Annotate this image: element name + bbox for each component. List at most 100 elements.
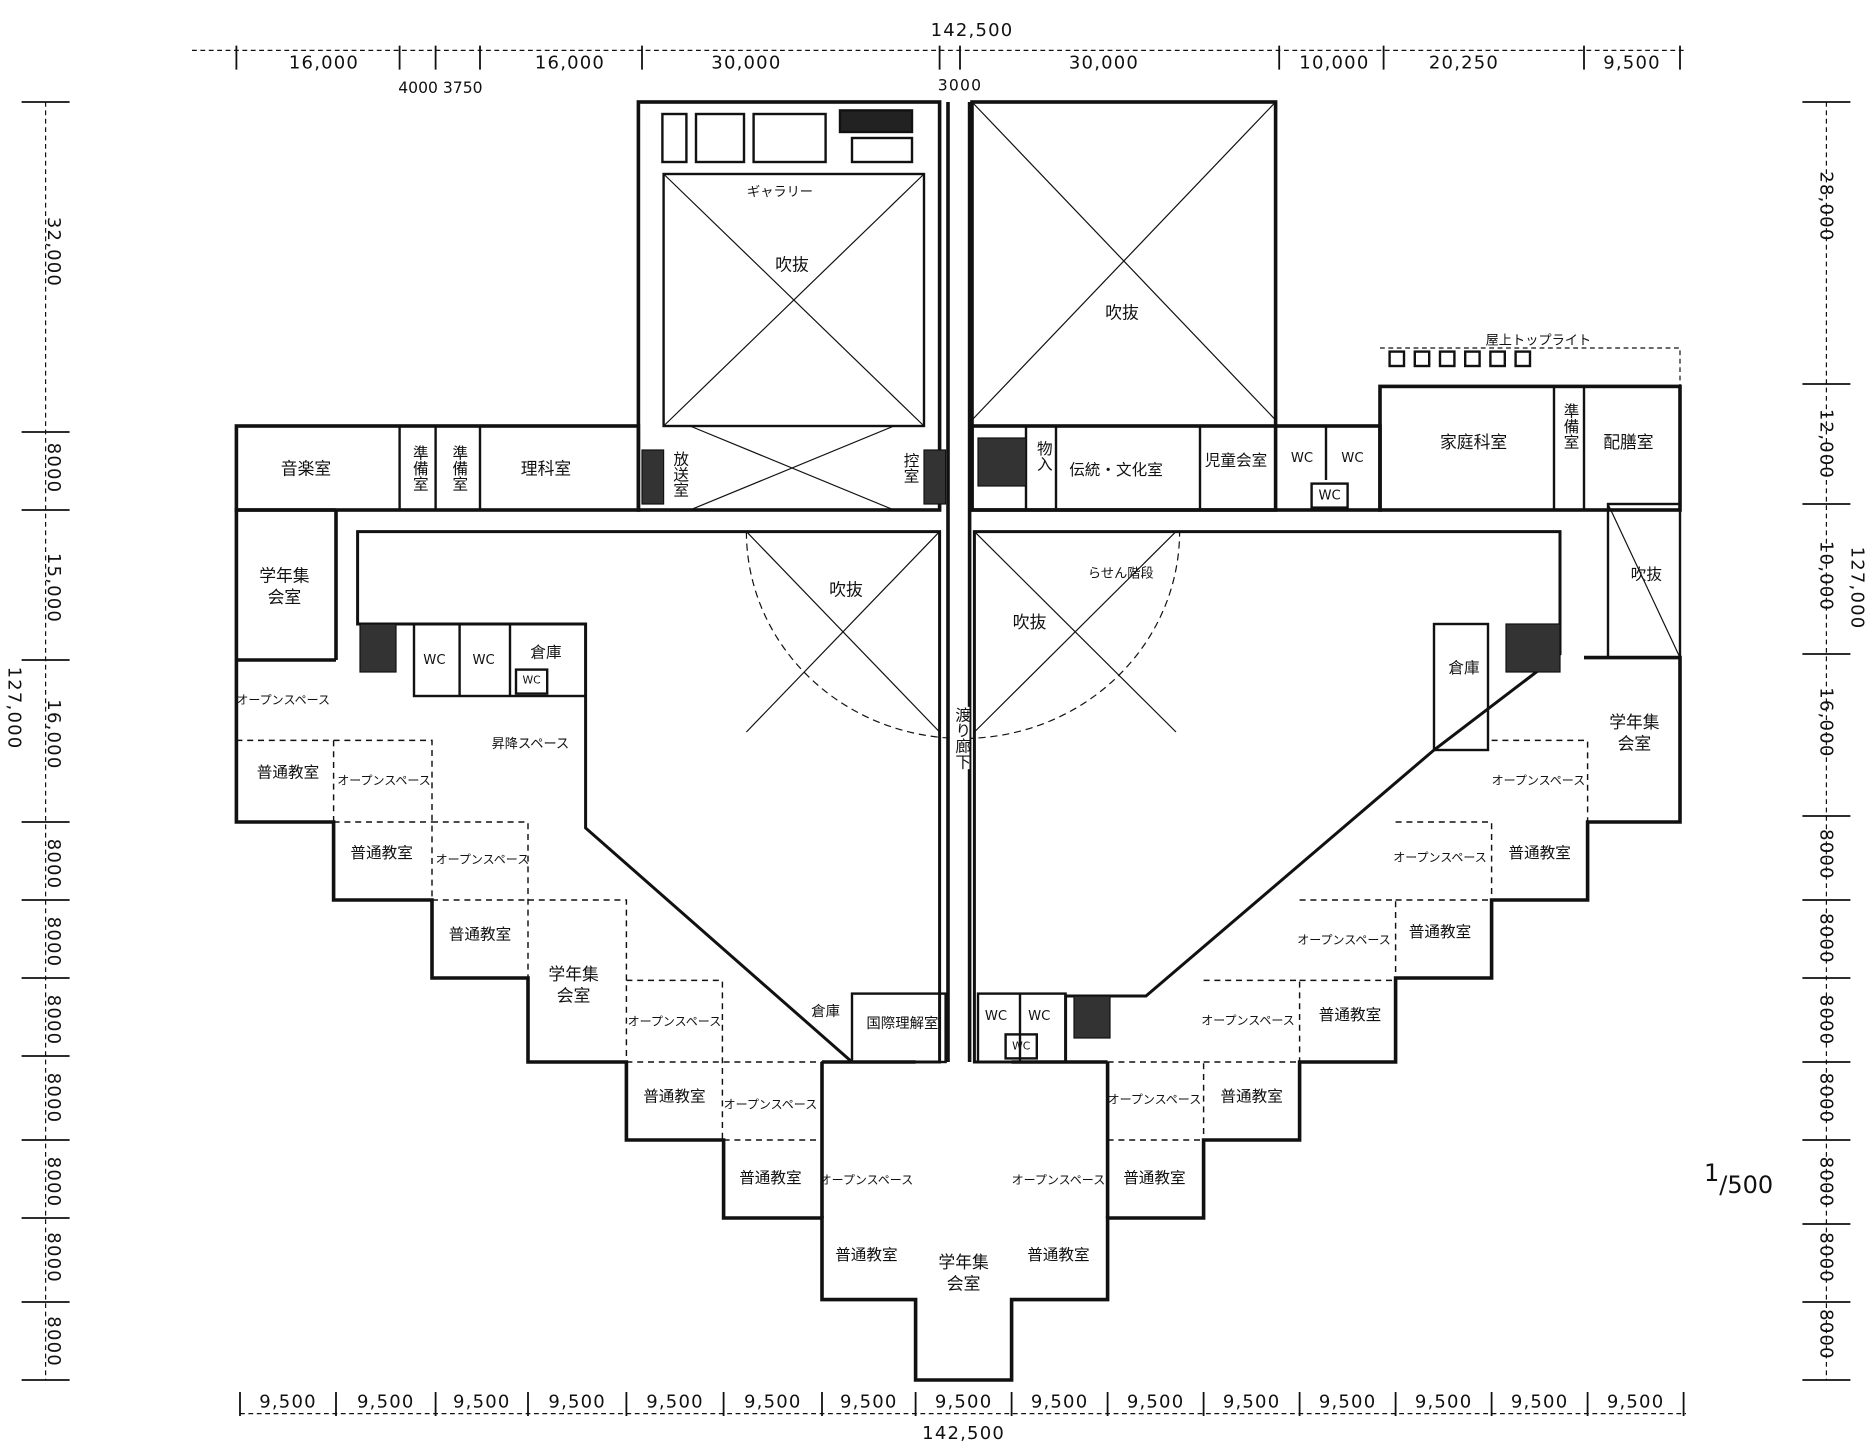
dim-right: 28,000 <box>1815 171 1838 242</box>
void-cross-courtyard <box>745 531 1181 740</box>
dim-left: 16,000 <box>43 699 65 770</box>
room-label: WC <box>1028 1008 1051 1024</box>
room-label: 倉庫 <box>530 644 562 663</box>
dim-left: 8000 <box>43 1316 65 1367</box>
room-label: 倉庫 <box>1448 659 1480 678</box>
room-label: 理科室 <box>520 459 572 480</box>
room-label: オープンスペース <box>1393 851 1487 865</box>
room-label: 吹抜 <box>829 581 863 601</box>
dim-bottom: 9,500 <box>1126 1390 1185 1413</box>
dim-right: 16,000 <box>1815 687 1838 758</box>
dim-left: 8000 <box>43 442 65 494</box>
room-label: 普通教室 <box>1027 1246 1090 1265</box>
room-label: ギャラリー <box>747 183 814 200</box>
scale-num: 1 <box>1704 1158 1720 1187</box>
dim-top: 30,000 <box>711 51 782 74</box>
dim-right: 10,000 <box>1815 540 1838 612</box>
dim-left: 8000 <box>43 916 65 968</box>
dim-right: 8000 <box>1815 1156 1838 1208</box>
dimension-ticks <box>21 45 1851 1417</box>
dim-bottom: 9,500 <box>744 1390 802 1413</box>
room-label: オープンスペース <box>627 1016 722 1030</box>
room-label: 普通教室 <box>448 926 512 945</box>
room-label: 普通教室 <box>1318 1006 1382 1025</box>
room-label: オープンスペース <box>1297 934 1391 948</box>
room-label: 渡り廊下 <box>950 706 970 770</box>
dim-bottom: 9,500 <box>1510 1390 1569 1413</box>
room-label: WC <box>1290 450 1314 466</box>
room-label: 倉庫 <box>811 1002 841 1020</box>
dim-left-total: 127,000 <box>3 666 26 750</box>
dim-bottom-total: 142,500 <box>922 1422 1006 1444</box>
dim-left: 8000 <box>43 1232 65 1283</box>
dim-right: 8000 <box>1815 913 1838 964</box>
stairs <box>359 437 1561 1039</box>
dimension-lines <box>45 49 1828 1415</box>
dim-bottom: 9,500 <box>840 1390 898 1413</box>
room-label: WC <box>472 651 495 668</box>
dim-top: 3000 <box>937 77 983 96</box>
dim-left: 8000 <box>43 1072 65 1124</box>
room-label: WC <box>1012 1040 1031 1053</box>
dim-right: 8000 <box>1815 1232 1838 1283</box>
room-label: オープンスペース <box>236 694 330 708</box>
dim-right: 8000 <box>1815 994 1838 1046</box>
room-label: WC <box>1318 487 1341 503</box>
room-label: オープンスペース <box>435 854 530 868</box>
room-label: 普通教室 <box>1123 1169 1186 1188</box>
courtyards <box>356 530 1562 1064</box>
room-label: オープンスペース <box>819 1174 914 1188</box>
room-label: 準備室 <box>448 444 467 492</box>
dim-bottom: 9,500 <box>646 1390 704 1413</box>
room-label: 普通教室 <box>835 1246 898 1265</box>
dim-bottom: 9,500 <box>934 1390 993 1413</box>
room-label: オープンスペース <box>1201 1014 1295 1029</box>
room-label: 国際理解室 <box>866 1014 939 1032</box>
room-label: 吹抜 <box>1105 303 1139 324</box>
dim-top: 20,250 <box>1428 51 1500 74</box>
dim-bottom: 9,500 <box>1318 1390 1377 1413</box>
dim-left: 15,000 <box>43 552 65 624</box>
room-label: WC <box>522 674 541 687</box>
dim-bottom: 9,500 <box>453 1390 511 1413</box>
dim-top-total: 142,500 <box>930 19 1014 41</box>
dim-bottom: 9,500 <box>259 1390 317 1413</box>
dim-left: 32,000 <box>43 216 65 288</box>
room-label: 普通教室 <box>739 1169 802 1188</box>
room-label: WC <box>423 651 446 668</box>
room-label: 物入 <box>1033 440 1052 472</box>
room-label: 昇降スペース <box>491 735 570 752</box>
classroom-wings <box>234 508 1682 1382</box>
dim-right: 8000 <box>1815 1072 1838 1124</box>
dim-left: 8000 <box>43 838 65 890</box>
room-label: オープンスペース <box>1107 1094 1202 1108</box>
void-markers <box>662 101 1277 511</box>
dim-top: 4000 3750 <box>398 79 483 98</box>
dim-top: 9,500 <box>1603 51 1661 74</box>
room-label: らせん階段 <box>1087 565 1154 581</box>
dim-bottom: 9,500 <box>357 1390 415 1413</box>
room-label: 普通教室 <box>1508 844 1571 863</box>
room-label: 学年集会室 <box>259 567 310 608</box>
open-space-dashed <box>236 739 1589 1141</box>
dim-bottom: 9,500 <box>1222 1390 1281 1413</box>
room-label: 伝統・文化室 <box>1069 461 1163 480</box>
room-label: 普通教室 <box>643 1088 706 1107</box>
dim-right: 12,000 <box>1815 408 1838 480</box>
central-corridor <box>946 102 972 1063</box>
room-label: 学年集会室 <box>548 965 599 1006</box>
dim-left: 8000 <box>43 1156 65 1208</box>
room-label: 普通教室 <box>1220 1088 1283 1107</box>
room-label: 音楽室 <box>280 459 332 480</box>
room-label: 学年集会室 <box>938 1253 989 1294</box>
room-label: 準備室 <box>409 444 428 492</box>
room-label: 吹抜 <box>1012 613 1047 633</box>
room-label: 学年集会室 <box>1609 713 1660 754</box>
dim-top: 16,000 <box>288 51 360 74</box>
room-label: オープンスペース <box>337 774 431 789</box>
room-label: 放送室 <box>669 450 688 498</box>
room-label: 吹抜 <box>775 255 809 276</box>
room-label: 屋上トップライト <box>1485 332 1592 349</box>
